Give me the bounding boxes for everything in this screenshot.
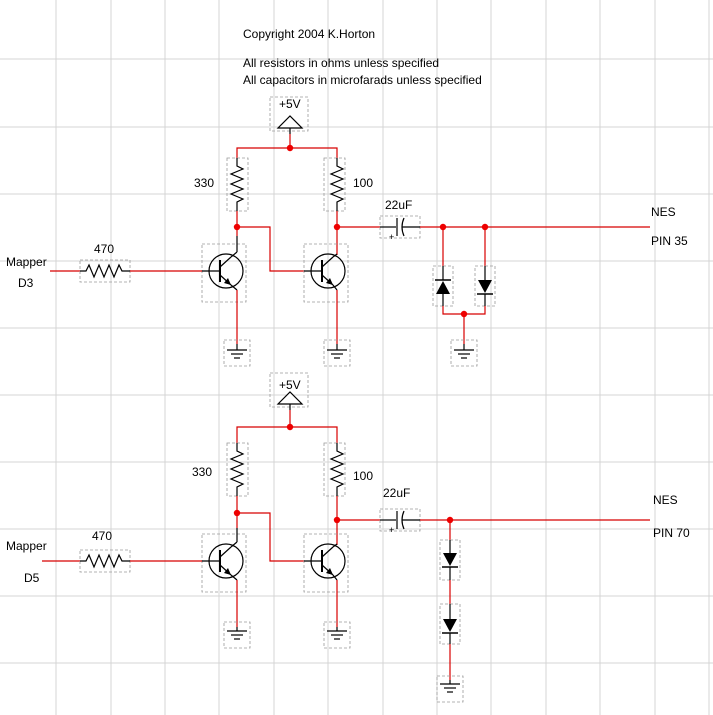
output-label: NES [651,205,676,219]
ground-symbol [450,339,478,367]
junction-dot [233,223,241,231]
supply-5v-symbol [269,372,309,410]
ground-symbol [223,339,251,367]
resistor-330-label: 330 [194,176,214,190]
input-signal-label: D5 [24,571,40,585]
junction-dot [233,509,241,517]
supply-label: +5V [279,378,301,392]
junction-dot [286,423,294,431]
capacitor-polarity: + [389,525,394,535]
capacitor-label: 22uF [383,486,410,500]
resistor-470-label: 470 [92,529,112,543]
junction-dot [460,310,468,318]
resistor-100-label: 100 [353,176,373,190]
resistor-470-label: 470 [94,242,114,256]
input-signal-label: D3 [18,276,34,290]
ground-symbol [323,339,351,367]
transistor-q4 [303,533,349,593]
transistor-q3 [201,528,247,593]
junction-dot [333,516,341,524]
capacitor-unit-note: All capacitors in microfarads unless spe… [243,73,482,87]
junction-dot [439,223,447,231]
resistor-470 [79,259,131,283]
transistor-q1 [201,236,247,303]
circuit-bottom: +5V 330 100 [6,372,690,703]
input-label: Mapper [6,539,47,553]
capacitor-22uf [379,215,421,239]
output-pin-label: PIN 70 [653,526,690,540]
diode-clamp-down [474,265,496,307]
copyright-text: Copyright 2004 K.Horton [243,27,375,41]
diode-clamp-up [432,265,454,307]
junction-dot [333,223,341,231]
ground-symbol [323,621,351,649]
resistor-100 [323,442,346,497]
resistor-470 [79,549,131,573]
resistor-100-label: 100 [353,469,373,483]
capacitor-22uf [379,508,421,532]
supply-label: +5V [279,97,301,111]
resistor-unit-note: All resistors in ohms unless specified [243,56,439,70]
resistor-330-label: 330 [192,465,212,479]
resistor-100 [323,157,346,212]
output-pin-label: PIN 35 [651,234,688,248]
capacitor-label: 22uF [385,198,412,212]
diode-series-lower [439,603,461,645]
junction-dot [446,516,454,524]
junction-dot [481,223,489,231]
resistor-330 [226,157,249,212]
ground-symbol [436,675,464,703]
diode-series-upper [439,539,461,581]
capacitor-polarity: + [389,232,394,242]
input-label: Mapper [6,255,47,269]
transistor-q2 [303,243,349,303]
resistor-330 [226,442,249,497]
junction-dot [286,144,294,152]
ground-symbol [223,621,251,649]
output-label: NES [653,493,678,507]
supply-5v-symbol [269,96,309,134]
circuit-top: +5V 330 100 [6,96,688,367]
